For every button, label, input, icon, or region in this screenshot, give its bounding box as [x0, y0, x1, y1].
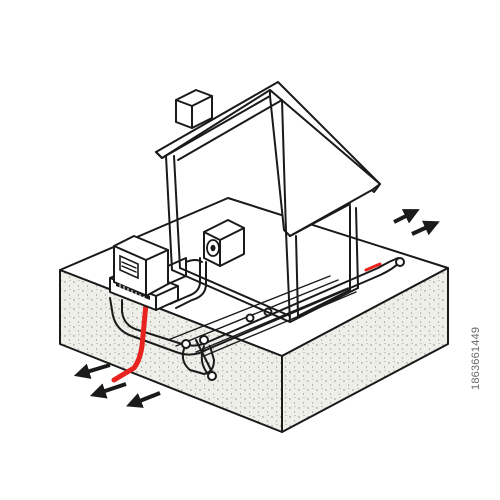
house-outline	[155, 81, 381, 323]
pipe-joint	[207, 371, 217, 381]
ground-slab	[59, 197, 449, 433]
pipe-joint	[199, 335, 209, 345]
heat-flow-arrow	[126, 391, 161, 408]
heat-pump-unit	[169, 219, 245, 309]
heat-flow-arrow	[393, 209, 420, 224]
ground-loop-pipes	[109, 257, 405, 381]
pipe-joint	[245, 313, 255, 323]
heat-loop-red-pipe	[111, 301, 149, 383]
loop-return-red	[364, 262, 382, 272]
stock-image-id: 1863661449	[470, 326, 482, 390]
controller-screen	[119, 254, 139, 280]
control-box	[109, 235, 203, 311]
heat-flow-arrow	[411, 220, 440, 236]
heat-flow-arrow	[89, 382, 127, 399]
pipe-joint	[181, 339, 191, 349]
ground-right-face	[281, 267, 449, 433]
heat-flow-arrow	[73, 363, 111, 379]
heat-flow-arrows-out	[73, 363, 161, 408]
pipe-joint	[395, 257, 405, 267]
heat-flow-arrows-in	[393, 209, 440, 236]
